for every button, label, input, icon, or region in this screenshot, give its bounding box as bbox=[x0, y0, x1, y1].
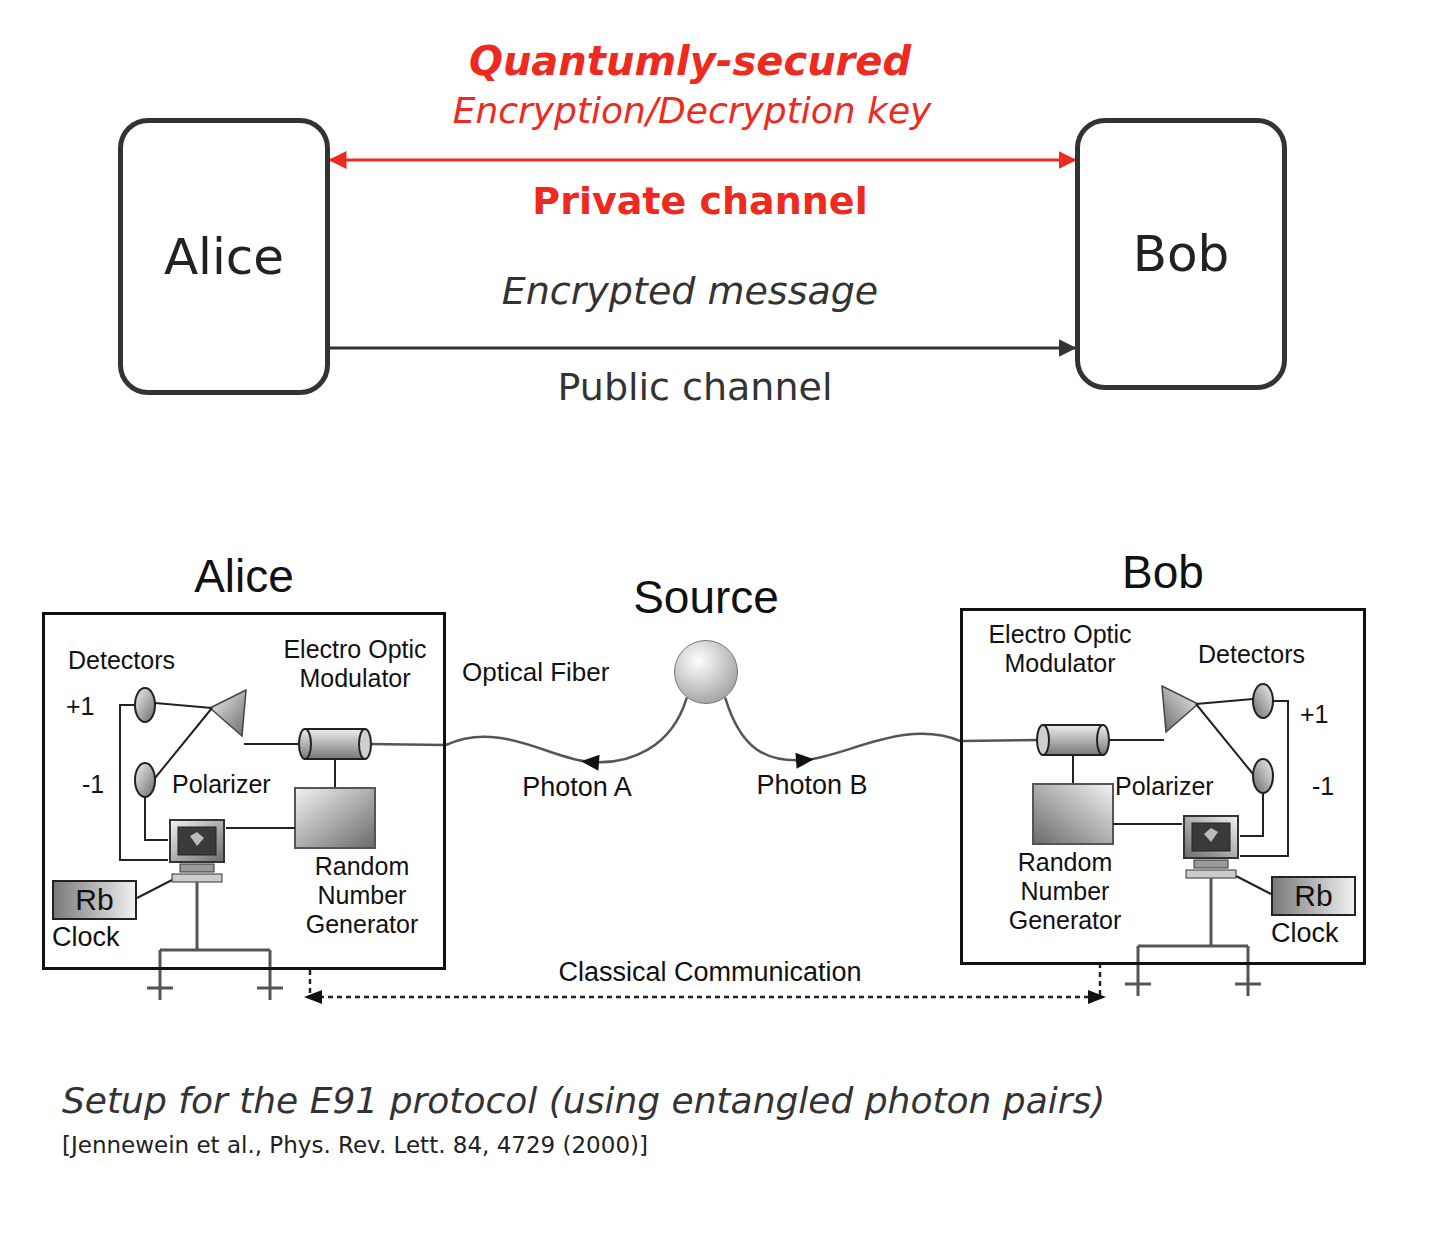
edge-label: Encrypted message bbox=[502, 270, 878, 314]
edge-label: Photon A bbox=[522, 772, 632, 803]
channel-label: Encryption/Decryption key bbox=[453, 90, 932, 131]
party-box: Alice bbox=[118, 118, 330, 395]
node-text: Rb bbox=[75, 883, 113, 917]
edge-label: Photon B bbox=[756, 770, 867, 801]
clock-box: RbClock bbox=[52, 880, 137, 920]
fiber-line bbox=[446, 698, 687, 763]
edge-label: Classical Communication bbox=[558, 957, 861, 988]
part-label: Random Number Generator bbox=[985, 848, 1145, 934]
channel-label: Public channel bbox=[558, 366, 833, 410]
part-label: Polarizer bbox=[172, 770, 271, 799]
channel-label: Quantumly-secured bbox=[469, 38, 911, 84]
part-label: -1 bbox=[82, 770, 104, 799]
node-text: Clock bbox=[52, 922, 120, 953]
part-label: Electro Optic Modulator bbox=[270, 635, 440, 693]
photon-arrowhead bbox=[795, 753, 814, 769]
figure-caption: Setup for the E91 protocol (using entang… bbox=[62, 1080, 1105, 1121]
part-label: +1 bbox=[1300, 700, 1329, 729]
optical-fiber bbox=[725, 698, 960, 769]
node-title: Alice bbox=[164, 228, 284, 286]
node-title: Bob bbox=[1133, 225, 1230, 283]
part-label: Polarizer bbox=[1115, 772, 1214, 801]
part-label: Random Number Generator bbox=[282, 852, 442, 938]
edge-label: Private channel bbox=[532, 180, 867, 224]
node-title: Bob bbox=[963, 547, 1363, 598]
part-label: Detectors bbox=[1198, 640, 1305, 669]
arrowhead bbox=[1088, 990, 1106, 1004]
arrowhead bbox=[304, 990, 322, 1004]
reference-note: [Jennewein et al., Phys. Rev. Lett. 84, … bbox=[62, 1132, 648, 1158]
optical-fiber bbox=[446, 698, 687, 771]
clock-box: RbClock bbox=[1271, 876, 1356, 916]
part-label: Detectors bbox=[68, 646, 175, 675]
node-title: Alice bbox=[45, 551, 443, 602]
node-text: Clock bbox=[1271, 918, 1339, 949]
part-label: Optical Fiber bbox=[462, 658, 609, 688]
part-label: +1 bbox=[66, 692, 95, 721]
channel-arrow bbox=[330, 159, 1075, 162]
part-label: Electro Optic Modulator bbox=[975, 620, 1145, 678]
channel-arrow bbox=[330, 347, 1075, 350]
party-box: Bob bbox=[1075, 118, 1287, 390]
node-text: Rb bbox=[1294, 879, 1332, 913]
photon-arrowhead bbox=[581, 755, 600, 771]
part-label: -1 bbox=[1312, 772, 1334, 801]
photon-source: Source bbox=[674, 640, 738, 704]
fiber-line bbox=[725, 698, 960, 761]
node-title: Source bbox=[633, 572, 779, 623]
